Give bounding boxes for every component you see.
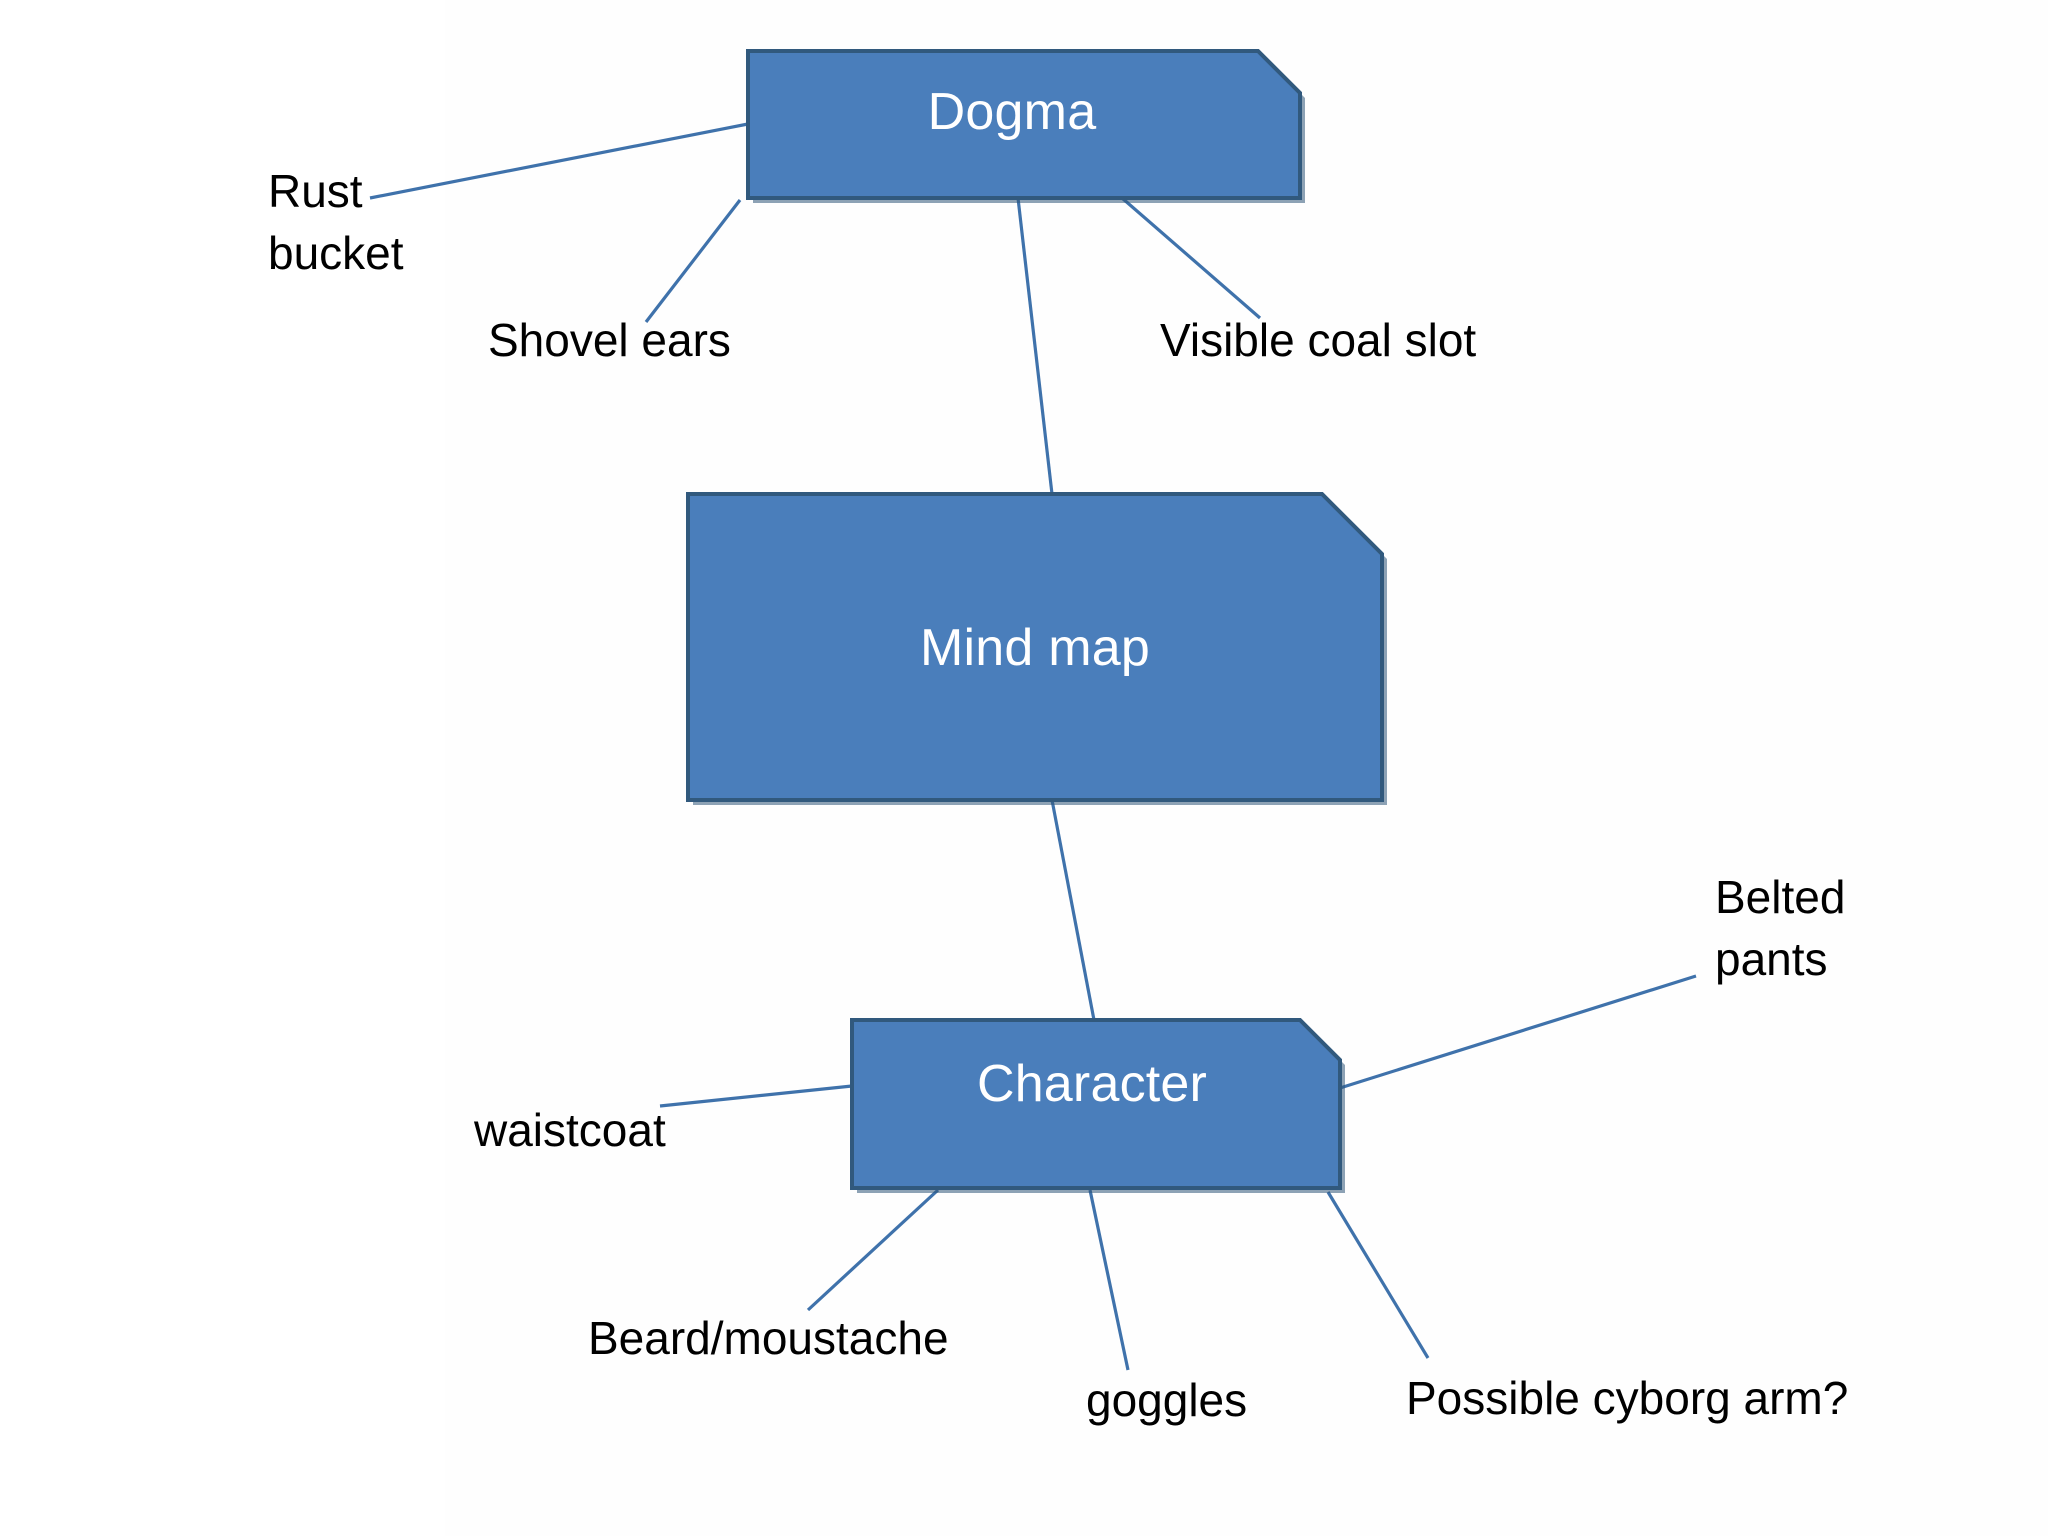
connector-waistcoat <box>659 1084 853 1108</box>
connector-shovel-ears <box>644 199 742 323</box>
node-shape-dogma[interactable] <box>746 49 1302 200</box>
connector-rust-bucket <box>369 122 749 200</box>
connector-dogma-to-mind-map <box>1016 197 1054 495</box>
leaf-label-belted-pants: Belted pants <box>1715 871 1846 985</box>
leaf-label-rust-bucket: Rust bucket <box>268 165 404 279</box>
connector-visible-coal-slot <box>1120 196 1262 320</box>
connector-belted-pants <box>1339 974 1697 1090</box>
leaf-label-beard-moustache: Beard/moustache <box>588 1312 949 1364</box>
leaf-label-shovel-ears: Shovel ears <box>488 314 731 366</box>
node-mind-map[interactable] <box>686 492 1387 805</box>
node-shape-mind-map[interactable] <box>686 492 1384 802</box>
connector-goggles <box>1088 1189 1130 1371</box>
node-label-mind-map: Mind map <box>920 619 1150 677</box>
leaf-label-possible-cyborg-arm: Possible cyborg arm? <box>1406 1372 1849 1424</box>
node-label-character: Character <box>976 1055 1208 1113</box>
leaf-label-visible-coal-slot: Visible coal slot <box>1160 314 1477 366</box>
node-label-dogma: Dogma <box>927 83 1097 141</box>
node-dogma[interactable] <box>746 49 1305 203</box>
leaf-label-goggles: goggles <box>1086 1374 1248 1426</box>
connector-mind-map-to-character <box>1050 799 1096 1021</box>
leaf-label-waistcoat: waistcoat <box>474 1104 666 1156</box>
node-character[interactable] <box>850 1018 1345 1193</box>
connector-possible-cyborg-arm <box>1326 1191 1430 1359</box>
node-shape-character[interactable] <box>850 1018 1342 1190</box>
connector-beard-moustache <box>806 1188 940 1312</box>
